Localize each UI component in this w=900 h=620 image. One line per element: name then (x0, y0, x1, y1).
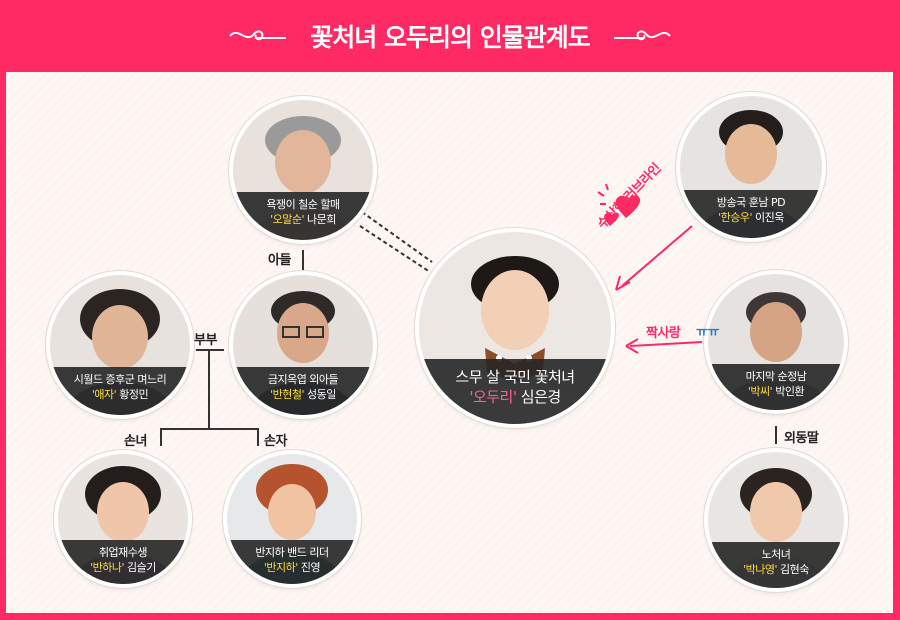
heart-icon (615, 195, 641, 218)
actor-son: 성동일 (307, 388, 336, 402)
label-grandson: 손자 (264, 434, 287, 449)
avatar-park-daughter[interactable]: 노처녀 '박나영' 김현숙 (708, 452, 844, 588)
name-grandma: '오말순' (270, 213, 305, 227)
caption-pd: 방송국 훈남 PD '한승우' 이진욱 (680, 189, 822, 238)
actor-park-daughter: 김현숙 (780, 562, 809, 576)
label-couple: 부부 (194, 333, 217, 348)
role-park-daughter: 노처녀 (761, 547, 791, 561)
role-granddaughter: 취업재수생 (98, 545, 148, 559)
role-grandson: 반지하 밴드 리더 (255, 545, 329, 559)
role-daughter-in-law: 시월드 증후군 며느리 (73, 373, 167, 387)
caption-park-daughter: 노처녀 '박나영' 김현숙 (708, 541, 844, 588)
actor-pd: 이진욱 (755, 210, 784, 224)
avatar-granddaughter[interactable]: 취업재수생 '반하나' 김슬기 (58, 454, 188, 584)
header-bar: 꽃처녀 오두리의 인물관계도 (0, 0, 900, 72)
romance-arrowhead (615, 275, 631, 291)
role-grandma: 욕쟁이 칠순 할매 (266, 198, 340, 212)
avatar-daughter-in-law[interactable]: 시월드 증후군 며느리 '애자' 황정민 (50, 275, 190, 415)
role-son: 금지옥엽 외아들 (267, 373, 339, 387)
label-crush: 짝사랑 (646, 326, 681, 341)
name-granddaughter: '반하나' (90, 560, 125, 574)
name-main-character: '오두리' (469, 387, 517, 406)
caption-daughter-in-law: 시월드 증후군 며느리 '애자' 황정민 (50, 367, 190, 415)
actor-granddaughter: 김슬기 (127, 560, 156, 574)
heart-spark-1 (597, 191, 605, 197)
name-pd: '한승우' (718, 210, 753, 224)
actor-main-character: 심은경 (520, 387, 561, 406)
role-main-character: 스무 살 국민 꽃처녀 (455, 367, 575, 386)
name-mr-park: '박씨' (747, 384, 773, 398)
caption-main-character: 스무 살 국민 꽃처녀 '오두리' 심은경 (419, 358, 611, 424)
name-park-daughter: '박나영' (743, 562, 778, 576)
label-crush-emoticon: ㅠㅠ (696, 325, 719, 340)
page-title: 꽃처녀 오두리의 인물관계도 (310, 23, 590, 52)
label-only-daughter: 외동딸 (784, 431, 819, 446)
avatar-grandson[interactable]: 반지하 밴드 리더 '반지하' 진영 (227, 454, 357, 584)
role-pd: 방송국 훈남 PD (716, 195, 786, 209)
crush-arrow (629, 341, 703, 347)
avatar-mr-park[interactable]: 마지막 순정남 '박씨' 박인환 (708, 274, 844, 410)
crush-arrowhead (625, 338, 639, 354)
actor-grandson: 진영 (300, 560, 321, 574)
avatar-grandma[interactable]: 욕쟁이 칠순 할매 '오말순' 나문희 (233, 100, 373, 240)
avatar-main-character[interactable]: 스무 살 국민 꽃처녀 '오두리' 심은경 (419, 232, 611, 424)
avatar-son[interactable]: 금지옥엽 외아들 '반현철' 성동일 (233, 275, 373, 415)
label-son: 아들 (268, 253, 291, 268)
name-son: '반현철' (270, 388, 305, 402)
caption-mr-park: 마지막 순정남 '박씨' 박인환 (708, 363, 844, 410)
actor-mr-park: 박인환 (775, 384, 805, 398)
right-ornament-icon (613, 30, 671, 41)
actor-daughter-in-law: 황정민 (119, 388, 149, 402)
role-mr-park: 마지막 순정남 (745, 369, 807, 383)
heart-spark-3 (605, 183, 609, 191)
left-ornament-icon (229, 30, 287, 41)
avatar-pd[interactable]: 방송국 훈남 PD '한승우' 이진욱 (680, 96, 822, 238)
caption-grandson: 반지하 밴드 리더 '반지하' 진영 (227, 539, 357, 584)
caption-grandma: 욕쟁이 칠순 할매 '오말순' 나문희 (233, 192, 373, 240)
name-grandson: '반지하' (263, 560, 298, 574)
small-heart-icon (604, 212, 619, 226)
actor-grandma: 나문희 (307, 213, 336, 227)
caption-son: 금지옥엽 외아들 '반현철' 성동일 (233, 367, 373, 415)
label-granddaughter: 손녀 (124, 434, 147, 449)
caption-granddaughter: 취업재수생 '반하나' 김슬기 (58, 539, 188, 584)
name-daughter-in-law: '애자' (91, 388, 117, 402)
